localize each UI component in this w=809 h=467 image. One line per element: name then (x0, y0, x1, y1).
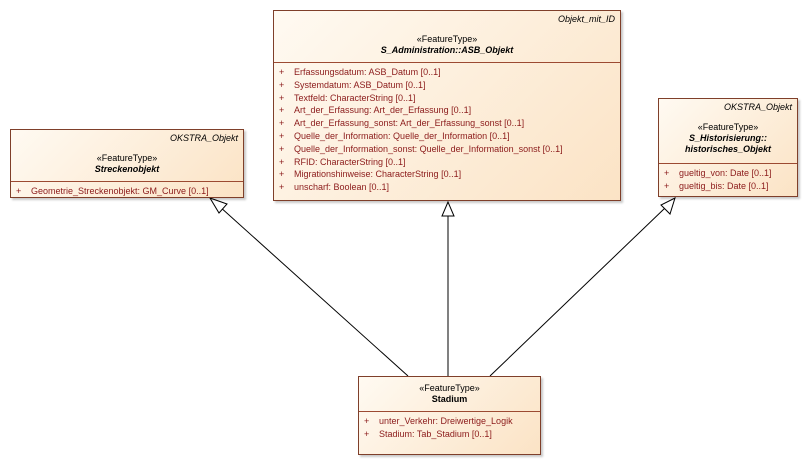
stereotype-label: «FeatureType» (697, 122, 759, 132)
attribute-text: Art_der_Erfassung: Art_der_Erfassung [0.… (294, 105, 472, 116)
generalization-stadium-to-historisches-objekt[interactable] (489, 197, 676, 377)
visibility-marker: + (279, 105, 285, 116)
class-header: OKSTRA_Objekt «FeatureType» S_Historisie… (659, 99, 797, 164)
attribute[interactable]: + Art_der_Erfassung_sonst: Art_der_Erfass… (274, 117, 620, 130)
generalization-stadium-to-streckenobjekt[interactable] (208, 197, 409, 377)
attribute[interactable]: + unscharf: Boolean [0..1] (274, 181, 620, 194)
attribute-list: + gueltig_von: Date [0..1] + gueltig_bis: … (659, 164, 797, 193)
visibility-marker: + (664, 168, 670, 178)
attribute[interactable]: + Quelle_der_Information_sonst: Quelle_de… (274, 143, 620, 156)
attribute-text: gueltig_bis: Date [0..1] (679, 180, 769, 191)
attribute[interactable]: + Textfeld: CharacterString [0..1] (274, 92, 620, 105)
stereotype-label: «FeatureType» (96, 153, 158, 163)
attribute[interactable]: + Erfassungsdatum: ASB_Datum [0..1] (274, 66, 620, 79)
attribute[interactable]: + Migrationshinweise: CharacterString [0.… (274, 168, 620, 181)
attribute-text: RFID: CharacterString [0..1] (294, 156, 406, 167)
attribute-list: + unter_Verkehr: Dreiwertige_Logik + Stadi… (359, 412, 540, 441)
attribute-text: unscharf: Boolean [0..1] (294, 182, 390, 193)
attribute-text: Migrationshinweise: CharacterString [0..… (294, 169, 462, 180)
class-name-line-2: historisches_Objekt (684, 144, 772, 154)
class-header: «FeatureType» Stadium (359, 377, 540, 412)
class-name: Streckenobjekt (94, 164, 160, 174)
attribute[interactable]: + gueltig_von: Date [0..1] (659, 167, 797, 180)
class-asb-objekt[interactable]: Objekt_mit_ID «FeatureType» S_Administra… (273, 10, 621, 201)
attribute-text: gueltig_von: Date [0..1] (679, 168, 772, 178)
visibility-marker: + (279, 79, 285, 90)
attribute[interactable]: + Quelle_der_Information: Quelle_der_Info… (274, 130, 620, 143)
attribute[interactable]: + Stadium: Tab_Stadium [0..1] (359, 428, 540, 441)
visibility-marker: + (279, 67, 285, 77)
attribute-list: + Erfassungsdatum: ASB_Datum [0..1] + Syst… (274, 63, 620, 194)
attribute-text: Stadium: Tab_Stadium [0..1] (379, 428, 492, 439)
attribute-text: Erfassungsdatum: ASB_Datum [0..1] (294, 67, 441, 77)
visibility-marker: + (279, 143, 285, 154)
visibility-marker: + (664, 180, 670, 191)
attribute-text: Quelle_der_Information_sonst: Quelle_der… (294, 143, 563, 154)
attribute[interactable]: + gueltig_bis: Date [0..1] (659, 180, 797, 193)
package-label: Objekt_mit_ID (557, 14, 615, 24)
visibility-marker: + (279, 156, 285, 167)
visibility-marker: + (279, 182, 285, 193)
attribute-text: Quelle_der_Information: Quelle_der_Infor… (294, 130, 510, 141)
class-name: Stadium (431, 394, 468, 404)
class-header: OKSTRA_Objekt «FeatureType» Streckenobje… (11, 130, 243, 182)
class-stadium[interactable]: «FeatureType» Stadium + unter_Verkehr: Dr… (358, 376, 541, 455)
visibility-marker: + (279, 169, 285, 180)
attribute-text: unter_Verkehr: Dreiwertige_Logik (379, 416, 513, 426)
attribute[interactable]: + Art_der_Erfassung: Art_der_Erfassung [0… (274, 104, 620, 117)
visibility-marker: + (279, 118, 285, 129)
generalization-arrowhead (441, 200, 455, 217)
attribute[interactable]: + RFID: CharacterString [0..1] (274, 156, 620, 169)
generalization-arrowhead (208, 197, 228, 214)
attribute[interactable]: + unter_Verkehr: Dreiwertige_Logik (359, 415, 540, 428)
attribute[interactable]: + Systemdatum: ASB_Datum [0..1] (274, 79, 620, 92)
visibility-marker: + (364, 416, 370, 426)
generalization-stadium-to-asb-objekt[interactable] (441, 200, 455, 376)
class-streckenobjekt[interactable]: OKSTRA_Objekt «FeatureType» Streckenobje… (10, 129, 244, 198)
attribute-text: Textfeld: CharacterString [0..1] (294, 92, 416, 103)
visibility-marker: + (364, 428, 370, 439)
visibility-marker: + (279, 92, 285, 103)
package-label: OKSTRA_Objekt (169, 133, 238, 143)
class-historisches-objekt[interactable]: OKSTRA_Objekt «FeatureType» S_Historisie… (658, 98, 798, 197)
package-label: OKSTRA_Objekt (723, 102, 792, 112)
attribute-text: Art_der_Erfassung_sonst: Art_der_Erfassu… (294, 118, 525, 129)
stereotype-label: «FeatureType» (419, 383, 480, 393)
stereotype-label: «FeatureType» (416, 34, 478, 44)
visibility-marker: + (16, 186, 22, 196)
attribute-text: Geometrie_Streckenobjekt: GM_Curve [0..1… (31, 186, 209, 196)
generalization-arrowhead (660, 197, 676, 215)
attribute-text: Systemdatum: ASB_Datum [0..1] (294, 79, 426, 90)
visibility-marker: + (279, 130, 285, 141)
class-name-line-1: S_Historisierung:: (688, 133, 767, 143)
attribute[interactable]: + Geometrie_Streckenobjekt: GM_Curve [0..… (11, 185, 243, 198)
class-name: S_Administration::ASB_Objekt (380, 45, 514, 55)
class-header: Objekt_mit_ID «FeatureType» S_Administra… (274, 11, 620, 63)
attribute-list: + Geometrie_Streckenobjekt: GM_Curve [0..… (11, 182, 243, 198)
